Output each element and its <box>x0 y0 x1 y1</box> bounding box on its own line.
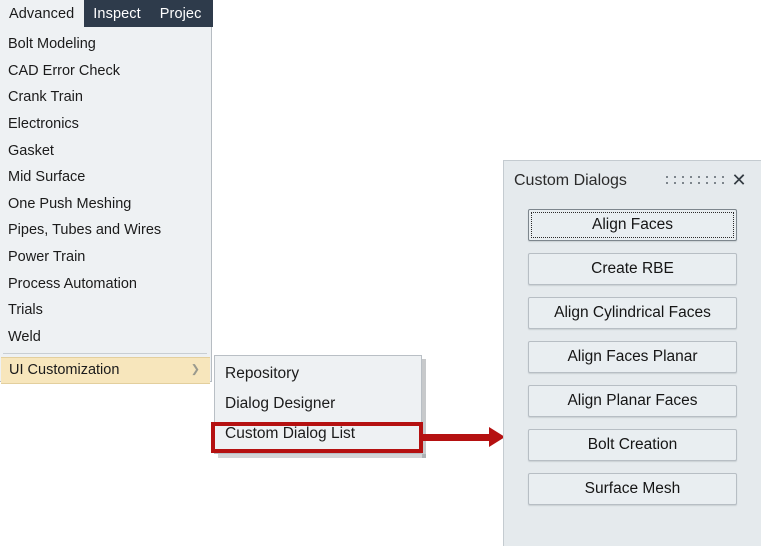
menu-item-bolt-modeling[interactable]: Bolt Modeling <box>0 31 211 58</box>
dialog-title-bar: Custom Dialogs ✕ <box>504 161 761 200</box>
dialog-button-align-faces[interactable]: Align Faces <box>528 209 737 241</box>
menu-item-label: Bolt Modeling <box>8 36 96 53</box>
submenu-shadow <box>422 359 426 458</box>
dialog-button-bolt-creation[interactable]: Bolt Creation <box>528 429 737 461</box>
menu-item-label: Electronics <box>8 116 79 133</box>
submenu-item-repository[interactable]: Repository <box>215 359 421 389</box>
menu-item-label: Crank Train <box>8 89 83 106</box>
menu-separator <box>3 353 207 355</box>
menu-bar: Advanced Inspect Projec <box>0 0 213 27</box>
menu-item-label: Pipes, Tubes and Wires <box>8 222 162 239</box>
menu-item-mid-surface[interactable]: Mid Surface <box>0 164 211 191</box>
menu-item-label: Power Train <box>8 249 86 266</box>
menu-item-label: Gasket <box>8 142 54 159</box>
dialog-button-align-cylindrical-faces[interactable]: Align Cylindrical Faces <box>528 297 737 329</box>
menubar-item-label: Inspect <box>93 5 141 22</box>
close-icon[interactable]: ✕ <box>731 170 747 191</box>
menu-item-weld[interactable]: Weld <box>0 324 211 351</box>
submenu-item-label: Dialog Designer <box>225 395 336 412</box>
menubar-item-projec[interactable]: Projec <box>151 0 212 27</box>
menu-item-label: Mid Surface <box>8 169 86 186</box>
menu-item-gasket[interactable]: Gasket <box>0 137 211 164</box>
submenu-shadow-bottom <box>218 454 426 458</box>
menu-item-label: Process Automation <box>8 275 137 292</box>
menubar-item-advanced[interactable]: Advanced <box>0 0 85 27</box>
menu-item-one-push-meshing[interactable]: One Push Meshing <box>0 191 211 218</box>
menu-item-electronics[interactable]: Electronics <box>0 111 211 138</box>
annotation-arrow-line <box>419 434 495 441</box>
dialog-button-align-faces-planar[interactable]: Align Faces Planar <box>528 341 737 373</box>
menu-item-label: One Push Meshing <box>8 195 132 212</box>
annotation-arrow-head-icon <box>489 427 505 447</box>
submenu-item-custom-dialog-list[interactable]: Custom Dialog List <box>215 419 421 449</box>
chevron-right-icon: ❯ <box>190 363 200 376</box>
menu-item-pipes-tubes-and-wires[interactable]: Pipes, Tubes and Wires <box>0 217 211 244</box>
menubar-item-label: Advanced <box>9 5 75 22</box>
drag-grip-icon[interactable] <box>666 176 728 185</box>
menu-item-crank-train[interactable]: Crank Train <box>0 84 211 111</box>
menubar-item-label: Projec <box>159 5 202 22</box>
menu-item-label: CAD Error Check <box>8 62 120 79</box>
submenu-item-label: Repository <box>225 365 300 382</box>
menu-item-label: Trials <box>8 302 43 319</box>
dialog-button-surface-mesh[interactable]: Surface Mesh <box>528 473 737 505</box>
dialog-button-create-rbe[interactable]: Create RBE <box>528 253 737 285</box>
dialog-button-align-planar-faces[interactable]: Align Planar Faces <box>528 385 737 417</box>
menu-item-ui-customization[interactable]: UI Customization ❯ <box>1 357 210 384</box>
submenu-item-label: Custom Dialog List <box>225 425 356 442</box>
menu-item-process-automation[interactable]: Process Automation <box>0 270 211 297</box>
menu-item-power-train[interactable]: Power Train <box>0 244 211 271</box>
panel-title: Custom Dialogs <box>514 171 627 189</box>
submenu-item-dialog-designer[interactable]: Dialog Designer <box>215 389 421 419</box>
menubar-item-inspect[interactable]: Inspect <box>84 0 150 27</box>
menu-item-label: Weld <box>8 328 41 345</box>
menu-item-cad-error-check[interactable]: CAD Error Check <box>0 58 211 85</box>
menu-item-label: UI Customization <box>9 362 120 379</box>
menu-item-trials[interactable]: Trials <box>0 297 211 324</box>
